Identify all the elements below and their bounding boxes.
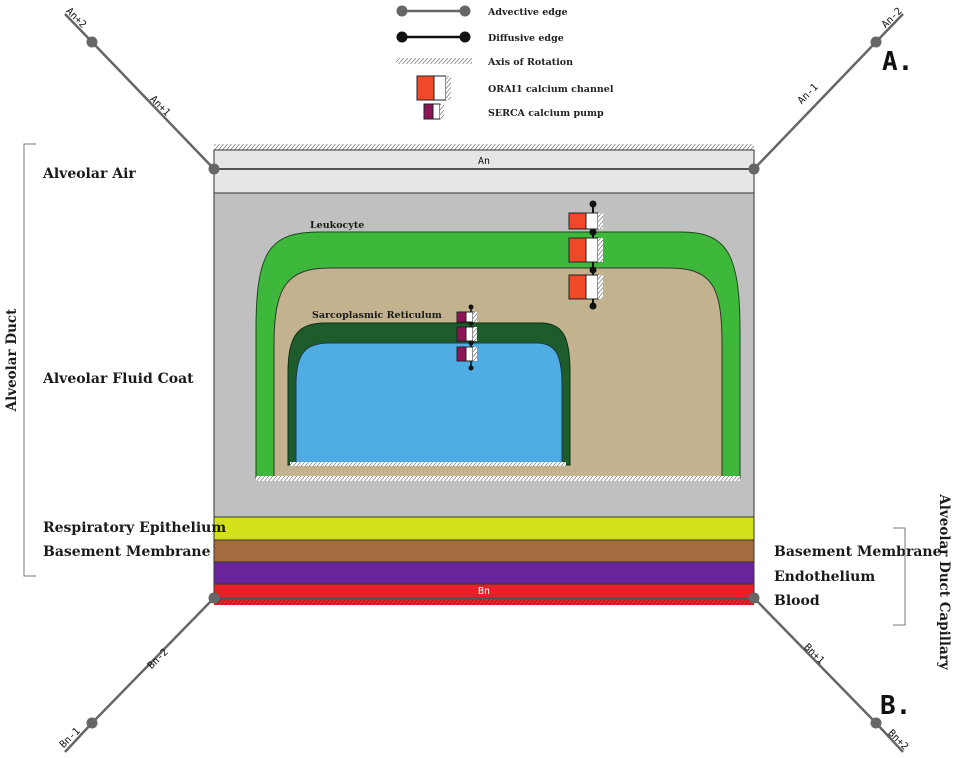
advective-edges (64, 13, 904, 753)
serca-pump-icon (456, 326, 477, 342)
diffusive-node (589, 302, 597, 310)
edge-an-plus-2 (64, 13, 93, 43)
basement-membrane-layer (213, 539, 755, 563)
serca-pump-icon (456, 346, 477, 362)
sr-axis-hatch (290, 462, 566, 466)
edge-bn-plus-2 (875, 722, 904, 753)
node-an-right (748, 163, 760, 175)
orai1-channel-icon (568, 237, 603, 263)
label-blood: Blood (774, 593, 820, 609)
diffusive-edge-node (459, 31, 471, 43)
node-an-minus-2 (870, 36, 882, 48)
corner-label-b: B. (880, 691, 911, 721)
diffusive-node (589, 266, 597, 274)
diffusive-node (468, 340, 474, 346)
legend-serca-pump: SERCA calcium pump (488, 108, 604, 119)
orai1-channel-icon (568, 212, 603, 230)
diffusive-node (589, 228, 597, 236)
label-respiratory-epithelium: Respiratory Epithelium (43, 520, 226, 536)
legend-axis-of-rotation: Axis of Rotation (487, 57, 573, 68)
respiratory-epithelium-layer (213, 516, 755, 541)
label-leukocyte: Leukocyte (310, 220, 364, 231)
label-endothelium: Endothelium (774, 569, 875, 585)
label-an: An (478, 156, 490, 167)
edge-bn-minus-2 (91, 597, 215, 724)
label-alveolar-fluid-coat: Alveolar Fluid Coat (42, 371, 194, 387)
advective-edge-node (459, 5, 471, 17)
node-bn-right (748, 592, 760, 604)
label-an-plus-1: An+1 (147, 94, 172, 119)
alveolar-duct-capillary-bracket (893, 527, 906, 626)
edge-an-minus-2 (875, 13, 904, 43)
label-alveolar-duct: Alveolar Duct (4, 308, 20, 412)
orai1-channel-group (568, 200, 603, 310)
label-bn-minus-2: Bn-2 (146, 647, 171, 672)
corner-label-a: A. (882, 47, 913, 77)
legend: Advective edge Diffusive edge Axis of Ro… (396, 5, 614, 120)
advective-edge-node (396, 5, 408, 17)
label-bn-plus-1: Bn+1 (801, 642, 826, 667)
alveolar-duct-bracket (23, 143, 36, 577)
axis-of-rotation-swatch (396, 58, 472, 64)
label-sarcoplasmic-reticulum: Sarcoplasmic Reticulum (312, 310, 442, 321)
endothelium-layer (213, 561, 755, 585)
label-alveolar-duct-capillary: Alveolar Duct Capillary (936, 493, 952, 671)
node-an-left (208, 163, 220, 175)
top-axis-of-rotation (214, 144, 754, 150)
edge-bn-minus-1 (64, 722, 93, 753)
node-bn-plus-2 (870, 717, 882, 729)
edge-an-plus-1 (91, 41, 215, 170)
sarcoplasmic-reticulum-lumen (295, 342, 563, 466)
label-bn: Bn (478, 586, 490, 597)
serca-pump-icon (456, 311, 477, 323)
diffusive-edge-node (396, 31, 408, 43)
node-bn-left (208, 592, 220, 604)
diffusive-node (468, 304, 474, 310)
diffusive-node (589, 200, 597, 208)
compartment-stack (213, 144, 755, 605)
diffusive-node (468, 365, 474, 371)
label-bn-plus-2: Bn+2 (885, 728, 910, 753)
leukocyte-axis-hatch (256, 476, 740, 481)
legend-orai1-channel: ORAI1 calcium channel (488, 84, 614, 95)
node-an-plus-2 (86, 36, 98, 48)
label-basement-membrane-left: Basement Membrane (43, 544, 211, 560)
legend-diffusive-edge: Diffusive edge (488, 33, 564, 44)
node-bn-minus-1 (86, 717, 98, 729)
edge-bn-plus-1 (753, 597, 877, 724)
edge-an-minus-1 (753, 41, 877, 170)
orai1-channel-icon (568, 274, 603, 300)
serca-pump-icon (423, 103, 444, 120)
orai1-channel-icon (416, 75, 451, 101)
bottom-axis-of-rotation (214, 599, 754, 605)
legend-advective-edge: Advective edge (487, 7, 568, 18)
label-alveolar-air: Alveolar Air (42, 166, 136, 182)
serca-pump-group (456, 304, 477, 371)
label-basement-membrane-right: Basement Membrane (774, 544, 942, 560)
